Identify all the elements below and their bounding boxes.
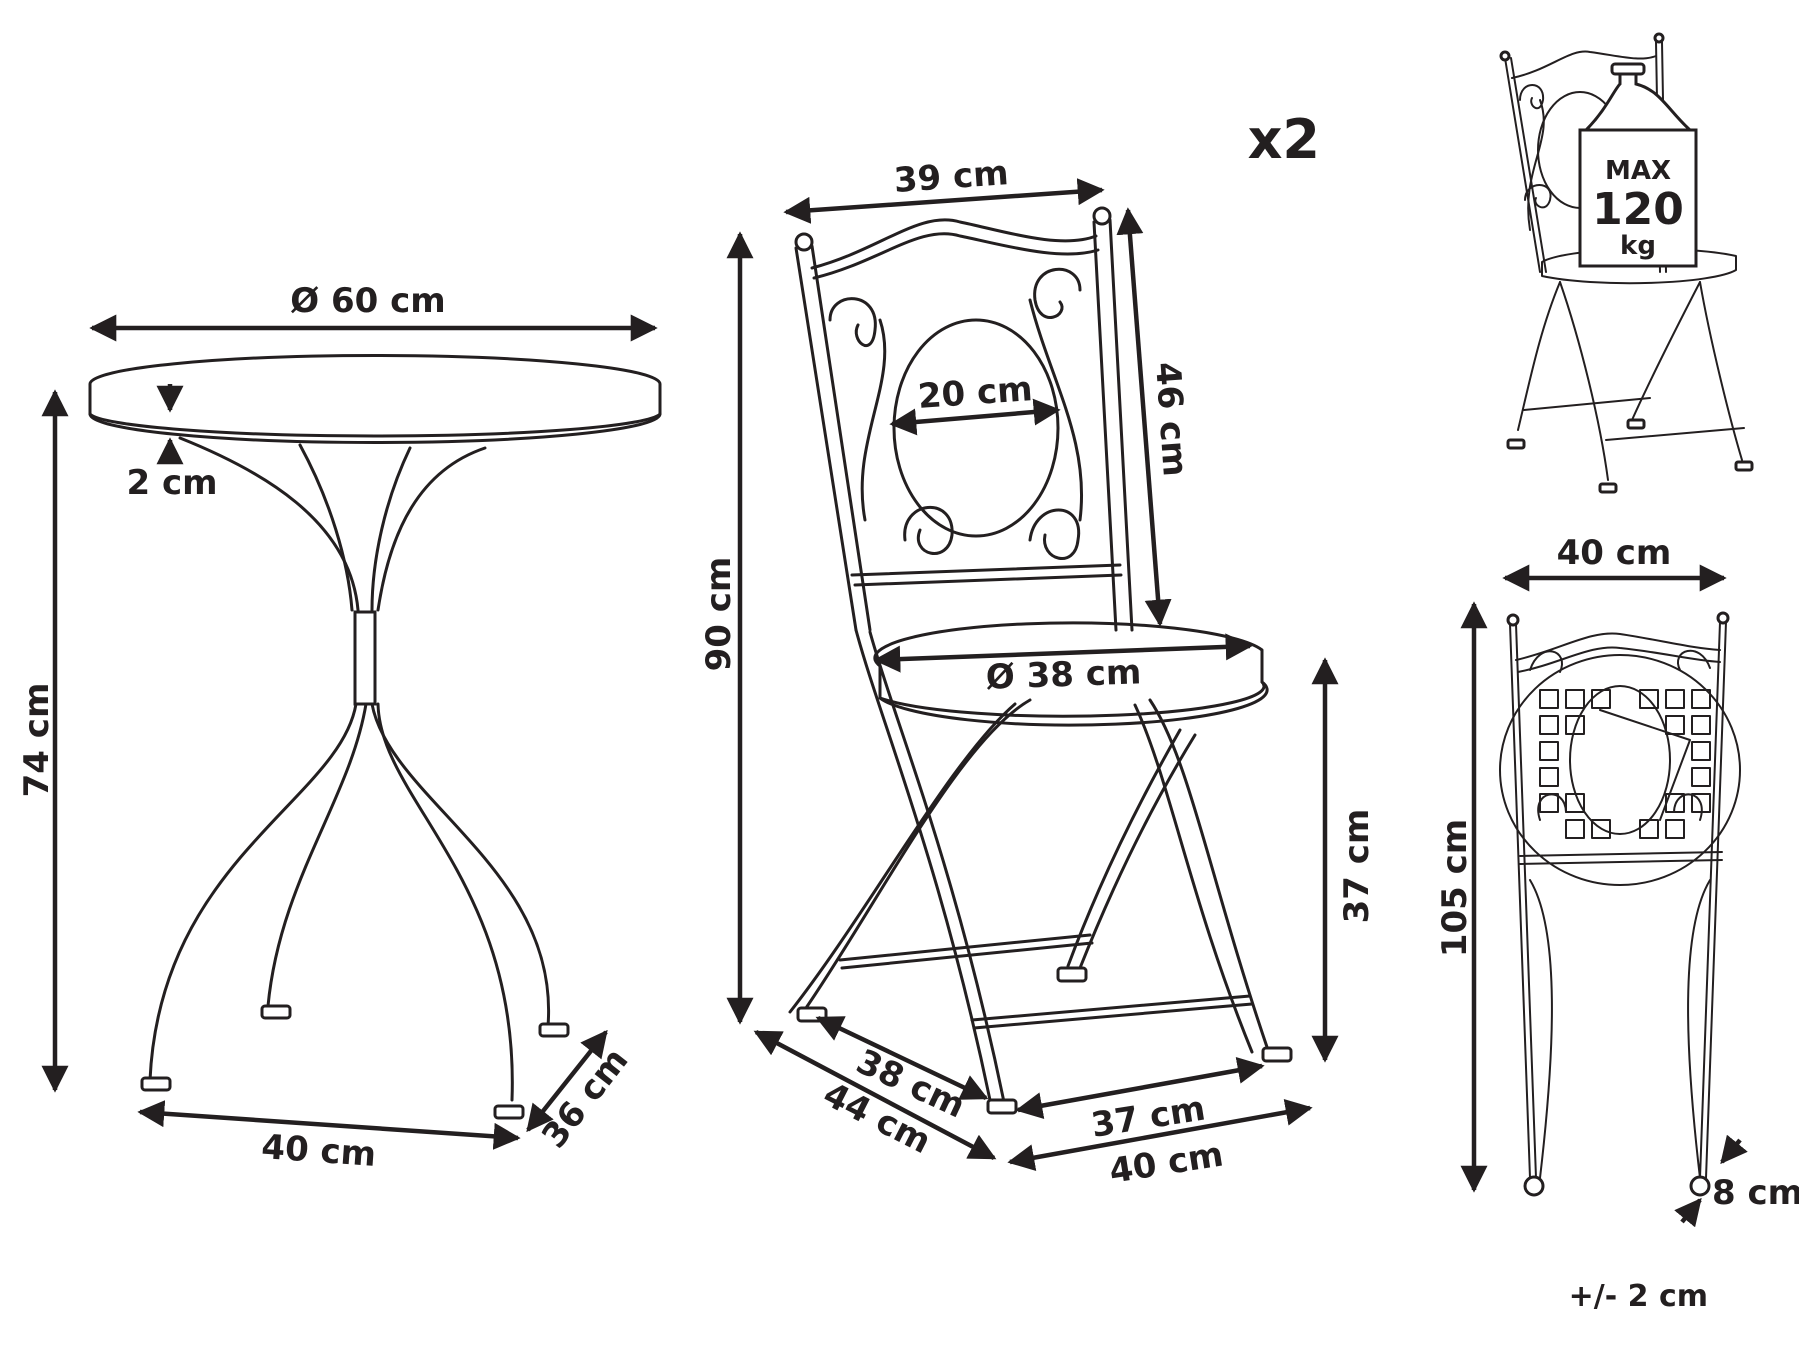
load-capacity-illustration <box>1499 32 1754 494</box>
chair-seat-height-label: 37 cm <box>1337 809 1377 924</box>
load-value: 120 <box>1592 184 1684 235</box>
chair-medallion-label: 20 cm <box>917 369 1034 417</box>
folded-width-label: 40 cm <box>1557 533 1672 573</box>
chair-total-height-label: 90 cm <box>699 557 739 672</box>
table-top-thickness-label: 2 cm <box>126 463 217 503</box>
load-max-label: MAX <box>1605 156 1671 186</box>
table-drawing <box>88 354 662 1120</box>
folded-thickness-label: 8 cm <box>1712 1173 1799 1213</box>
tolerance-note: +/- 2 cm <box>1569 1279 1708 1314</box>
table-base-width-label: 40 cm <box>260 1127 377 1175</box>
table-height-label: 74 cm <box>17 683 57 798</box>
quantity-multiplier: x2 <box>1248 108 1320 171</box>
chair-inner-width-label: 37 cm <box>1088 1088 1208 1145</box>
load-unit: kg <box>1620 231 1656 261</box>
chair-seat-diameter-label: Ø 38 cm <box>985 652 1142 697</box>
chair-dimension-arrows <box>726 178 1339 1171</box>
table-dimension-arrows <box>41 314 658 1150</box>
folded-height-label: 105 cm <box>1435 819 1475 957</box>
folded-chair-drawing <box>1499 611 1741 1197</box>
table-diameter-label: Ø 60 cm <box>290 281 445 321</box>
chair-back-width-label: 39 cm <box>893 153 1010 201</box>
folded-chair-dimension-arrows <box>1460 564 1748 1228</box>
chair-backrest-height-label: 46 cm <box>1147 361 1195 478</box>
